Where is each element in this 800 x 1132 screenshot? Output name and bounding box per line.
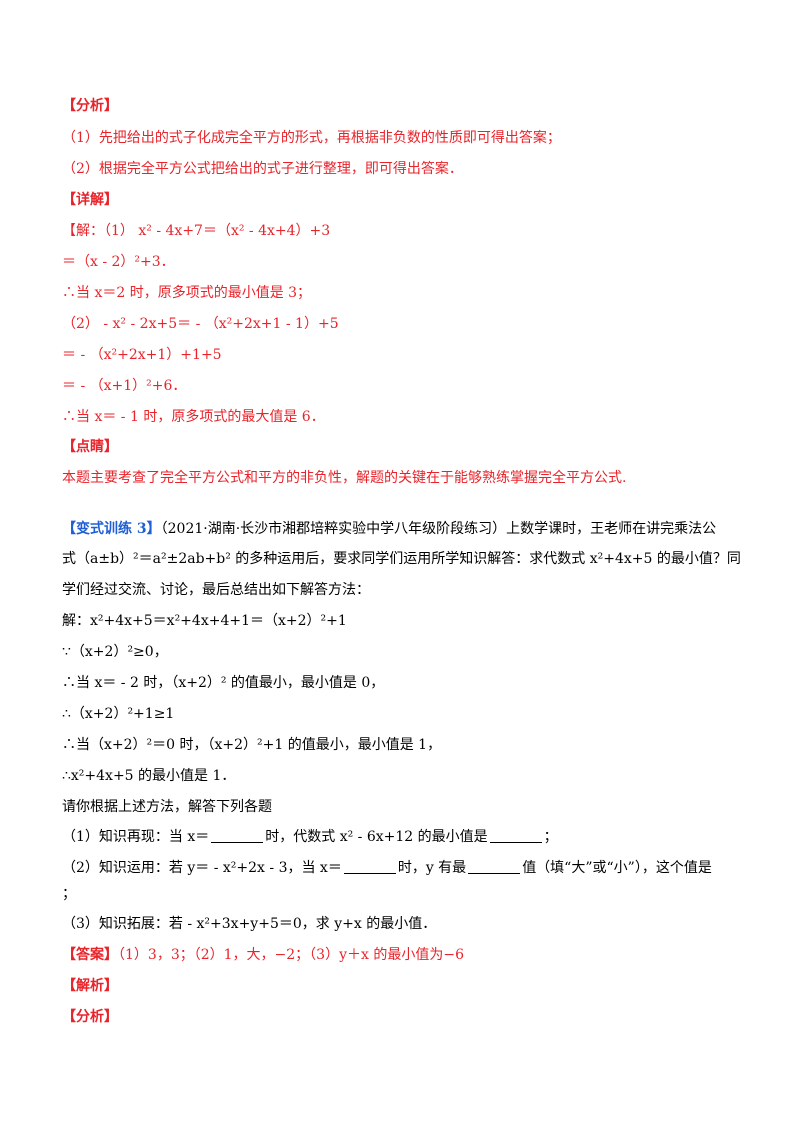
question-3: （3）知识拓展：若 - x²+3x+y+5＝0，求 y+x 的最小值． [62, 916, 437, 932]
analysis-heading-2: 【分析】 [62, 1009, 118, 1025]
work-line-6: ∴x²+4x+5 的最小值是 1． [62, 768, 236, 784]
work-line-3: ∴当 x＝ - 2 时，（x+2）² 的值最小，最小值是 0， [62, 675, 385, 691]
answer-blank[interactable] [211, 828, 264, 843]
question-2-part-a: （2）知识运用：若 y＝ - x²+2x - 3，当 x＝ [62, 860, 342, 876]
solution-line-5: ＝ - （x²+2x+1）+1+5 [62, 347, 222, 363]
variant-intro-1: 【变式训练 3】（2021·湖南·长沙市湘郡培粹实验中学八年级阶段练习）上数学课… [62, 519, 716, 539]
solution-expression: x² - 4x+7＝（x² - 4x+4）+3 [138, 223, 331, 239]
question-2-part-c: 值（填“大”或“小”），这个值是 [522, 860, 712, 876]
question-1: （1）知识再现：当 x＝ 时，代数式 x² - 6x+12 的最小值是 ； [62, 827, 558, 847]
solution-line-4: （2） - x² - 2x+5＝ - （x²+2x+1 - 1）+5 [62, 316, 339, 332]
solution-line-6: ＝ - （x+1）²+6． [62, 378, 187, 394]
answer-blank[interactable] [343, 859, 396, 874]
solution-line-1: 【解：（1） x² - 4x+7＝（x² - 4x+4）+3 [62, 221, 330, 241]
work-line-4: ∴（x+2）²+1≥1 [62, 706, 175, 722]
variant-intro-text-1: （2021·湖南·长沙市湘郡培粹实验中学八年级阶段练习）上数学课时，王老师在讲完… [160, 521, 717, 537]
question-2-tail: ； [62, 886, 76, 902]
question-2: （2）知识运用：若 y＝ - x²+2x - 3，当 x＝ 时，y 有最 值（填“大… [62, 858, 712, 878]
comment-heading: 【点睛】 [62, 439, 118, 455]
variant-intro-3: 学们经过交流、讨论，最后总结出如下解答方法： [62, 582, 370, 598]
instruction: 请你根据上述方法，解答下列各题 [62, 799, 272, 815]
work-line-5: ∴当（x+2）²＝0 时，（x+2）²+1 的值最小，最小值是 1， [62, 737, 442, 753]
work-line-1: 解：x²+4x+5＝x²+4x+4+1＝（x+2）²+1 [62, 613, 347, 629]
question-1-part-b: 时，代数式 x² - 6x+12 的最小值是 [265, 829, 488, 845]
comment-text: 本题主要考查了完全平方公式和平方的非负性，解题的关键在于能够熟练掌握完全平方公式… [62, 470, 627, 486]
question-1-part-c: ； [543, 829, 558, 845]
question-2-part-b: 时，y 有最 [397, 860, 467, 876]
answer-label: 【答案】 [62, 947, 118, 963]
work-line-2: ∵（x+2）²≥0， [62, 644, 168, 660]
solution-line-2: ＝（x - 2）²+3． [62, 254, 175, 270]
analysis-item-1: （1）先把给出的式子化成完全平方的形式，再根据非负数的性质即可得出答案； [62, 130, 561, 146]
answer-blank[interactable] [468, 859, 521, 874]
question-1-part-a: （1）知识再现：当 x＝ [62, 829, 210, 845]
detail-heading: 【详解】 [62, 192, 118, 208]
answer-text: （1）3，3；（2）1，大，−2；（3）y＋x 的最小值为−6 [118, 947, 464, 963]
parse-heading: 【解析】 [62, 978, 118, 994]
variant-label: 【变式训练 3】 [62, 521, 161, 537]
solution-line-7: ∴当 x＝ - 1 时，原多项式的最大值是 6． [62, 409, 325, 425]
analysis-heading: 【分析】 [62, 98, 118, 114]
solution-line-3: ∴当 x＝2 时，原多项式的最小值是 3； [62, 285, 312, 301]
answer-line: 【答案】（1）3，3；（2）1，大，−2；（3）y＋x 的最小值为−6 [62, 945, 464, 965]
variant-intro-2: 式（a±b）²＝a²±2ab+b² 的多种运用后，要求同学们运用所学知识解答：求… [62, 551, 741, 567]
solution-prefix: 【解：（1） [62, 223, 134, 239]
answer-blank[interactable] [489, 828, 542, 843]
analysis-item-2: （2）根据完全平方公式把给出的式子进行整理，即可得出答案． [62, 161, 463, 177]
